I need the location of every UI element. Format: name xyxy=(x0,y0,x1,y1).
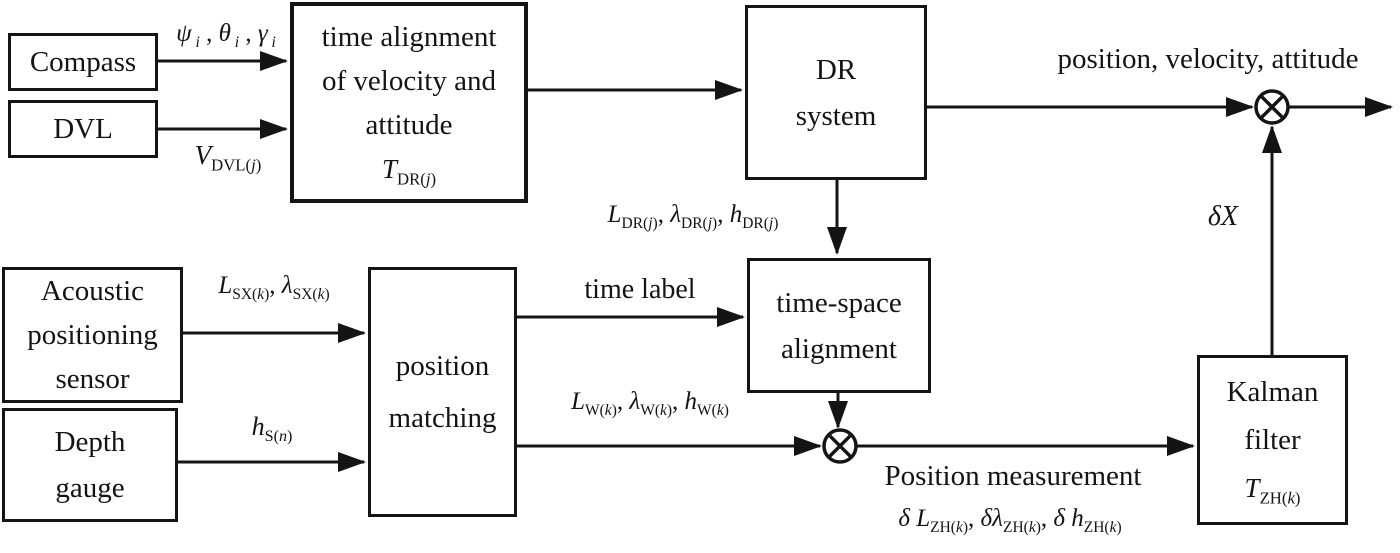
acoustic-sensor-line3: sensor xyxy=(55,363,130,395)
position-matching-box: position matching xyxy=(368,267,517,517)
label-dr-output: LDR(j), λDR(j), hDR(j) xyxy=(607,201,779,232)
mixer-junction-mid-icon xyxy=(822,428,858,464)
acoustic-sensor-line1: Acoustic xyxy=(40,275,145,307)
label-matched-position: LW(k), λW(k), hW(k) xyxy=(571,388,729,419)
position-matching-line2: matching xyxy=(388,402,497,434)
dr-system-box: DR system xyxy=(745,5,927,180)
label-position-measurement: Position measurement xyxy=(884,460,1142,492)
label-velocity-input: VDVL(j) xyxy=(194,140,262,175)
compass-box: Compass xyxy=(8,33,158,91)
label-delta-x: δX xyxy=(1207,201,1238,232)
mixer-junction-top-icon xyxy=(1254,89,1290,125)
time-alignment-line1: time alignment xyxy=(321,20,497,53)
label-position-velocity-attitude: position, velocity, attitude xyxy=(1057,43,1359,75)
time-space-alignment-box: time-space alignment xyxy=(747,258,931,393)
depth-gauge-line1: Depth xyxy=(54,426,126,458)
compass-label: Compass xyxy=(29,45,137,78)
acoustic-sensor-line2: positioning xyxy=(27,319,158,351)
kalman-line1: Kalman xyxy=(1226,376,1319,408)
time-alignment-line3: attitude xyxy=(365,108,453,141)
kalman-line2: filter xyxy=(1244,424,1301,456)
kalman-formula: TZH(k) xyxy=(1244,473,1301,508)
label-attitude-inputs: ψ i , θ i , γ i xyxy=(176,20,276,51)
time-alignment-formula: TDR(j) xyxy=(381,153,437,188)
label-time-label: time label xyxy=(584,274,696,305)
time-alignment-box: time alignment of velocity and attitude … xyxy=(290,2,528,203)
time-space-line1: time-space xyxy=(776,286,902,319)
label-depth-output: hS(n) xyxy=(251,412,293,446)
time-alignment-line2: of velocity and xyxy=(322,64,496,97)
dvl-box: DVL xyxy=(8,100,158,158)
depth-gauge-line2: gauge xyxy=(55,472,125,504)
depth-gauge-box: Depth gauge xyxy=(2,408,178,522)
dvl-label: DVL xyxy=(53,112,113,145)
label-acoustic-output: LSX(k), λSX(k) xyxy=(218,272,330,303)
label-measurement-formula: δ LZH(k), δλZH(k), δ hZH(k) xyxy=(898,505,1122,536)
time-space-line2: alignment xyxy=(781,332,897,365)
position-matching-line1: position xyxy=(395,350,490,382)
dr-system-line2: system xyxy=(795,99,877,132)
dr-system-line1: DR xyxy=(815,53,857,86)
kalman-filter-box: Kalman filter TZH(k) xyxy=(1197,355,1348,525)
acoustic-sensor-box: Acoustic positioning sensor xyxy=(2,267,183,403)
